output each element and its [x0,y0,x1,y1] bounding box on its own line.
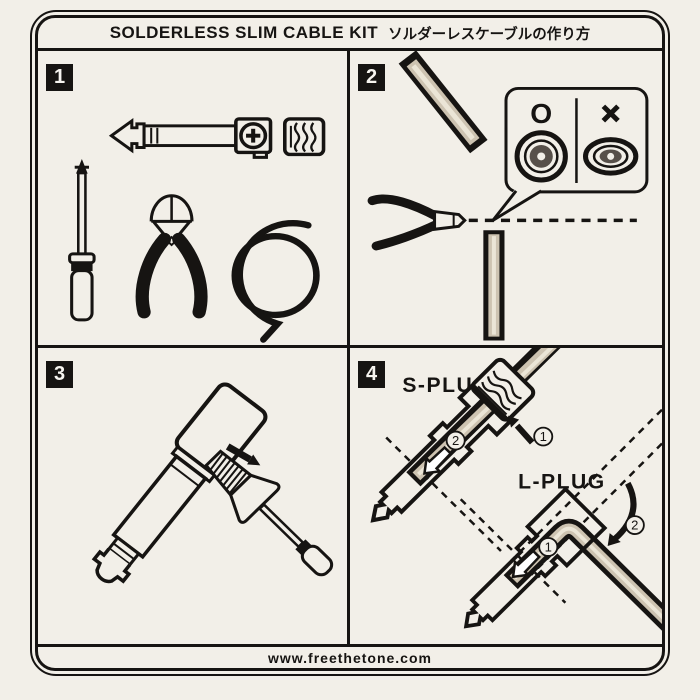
svg-text:2: 2 [452,433,459,448]
footer-bar: www.freethetone.com [38,644,662,668]
nippers-side-icon [367,194,467,251]
panel-step-1: 1 [38,51,350,348]
set-screw-icon [204,448,281,524]
s-plug-callout-1: 1 [533,426,554,446]
step-4-badge: 4 [358,360,385,388]
small-screwdriver-icon [257,502,334,576]
step-3-badge: 3 [46,360,73,388]
nippers-icon [135,194,208,319]
l-plug-body [91,381,268,584]
unscrew-direction-arrow [225,443,261,465]
l-plug-label: L-PLUG [518,470,606,493]
cap-sleeve-on-cable [470,357,536,422]
l-plug-outline [463,486,608,629]
l-plug-cable [503,518,662,639]
website-url: www.freethetone.com [268,649,432,666]
s-plug-outline [370,381,513,523]
svg-text:1: 1 [545,539,552,554]
panel-step-4: 4 S-PLUG L-PLUG [350,347,662,645]
straight-plug-icon [108,117,273,159]
cut-guide-bubble: O × [491,86,649,222]
step-3-illustration [91,381,334,584]
step-2-illustration: O × [367,51,649,341]
bend-direction-arrow [607,481,637,546]
inner-border: SOLDERLESS SLIM CABLE KIT ソルダーレスケーブルの作り方… [35,15,665,671]
title-english: SOLDERLESS SLIM CABLE KIT [109,23,379,42]
s-plug-callout-2: 2 [445,430,466,450]
svg-text:2: 2 [631,517,638,532]
screwdriver-icon [68,158,96,322]
step-1-badge: 1 [46,64,73,91]
round-cable-cross-section [514,130,568,183]
cap-sleeve-icon [283,117,326,157]
step-1-illustration [68,117,326,343]
svg-text:1: 1 [540,429,547,444]
outer-border: SOLDERLESS SLIM CABLE KIT ソルダーレスケーブルの作り方… [30,10,670,676]
cable-upper-piece [398,51,488,154]
bad-cut-symbol: × [601,95,620,131]
cap-direction-arrow [508,415,535,444]
l-plug-callout-1: 1 [538,536,559,557]
title-japanese: ソルダーレスケーブルの作り方 [388,26,591,43]
title-bar: SOLDERLESS SLIM CABLE KIT ソルダーレスケーブルの作り方 [38,18,662,51]
alignment-dashed-lines [385,408,662,604]
panel-step-3: 3 [38,347,350,644]
step-4-illustration: S-PLUG L-PLUG [370,347,662,639]
l-plug-callout-2: 2 [624,514,645,535]
crushed-cable-cross-section [582,137,639,176]
good-cut-symbol: O [530,98,552,129]
steps-grid: 1 [38,51,662,644]
step-2-badge: 2 [358,64,385,91]
panel-step-2: 2 [350,51,662,348]
cable-coil-icon [231,220,320,343]
